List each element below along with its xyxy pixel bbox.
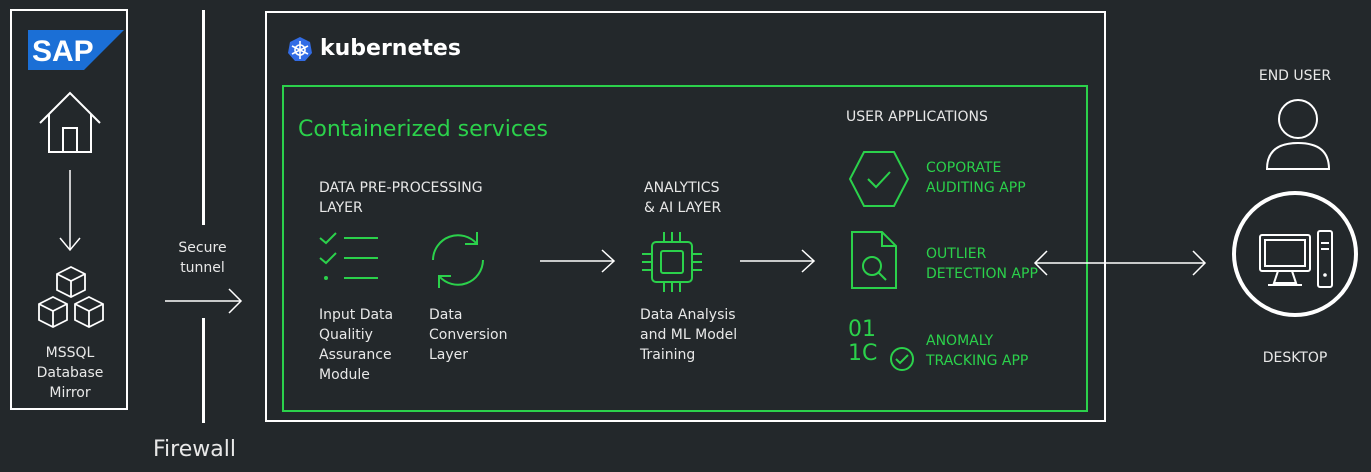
sap-source-box [10,9,128,410]
shield-check-icon [848,151,910,207]
database-cubes-icon [38,265,104,329]
kubernetes-box [265,11,1106,422]
auditing-app-label: COPORATE AUDITING APP [926,160,1026,196]
user-applications-heading: USER APPLICATIONS [846,109,988,125]
document-search-icon [851,231,897,289]
firewall-line-bottom [202,318,205,423]
user-icon [1265,99,1331,170]
analytics-heading: ANALYTICS & AI LAYER [644,180,722,216]
check-circle-icon [890,347,914,371]
firewall-line-top [202,10,205,225]
tunnel-arrow-icon [165,288,243,314]
bidirectional-arrow-icon [1033,250,1207,276]
sap-logo-text: SAP [32,35,94,68]
anomaly-app-label: ANOMALY TRACKING APP [926,333,1029,369]
arrow-to-apps-icon [740,249,816,273]
containerized-services-title: Containerized services [298,117,548,142]
outlier-app-label: OUTLIER DETECTION APP [926,246,1038,282]
secure-tunnel-label: Secure tunnel [178,240,227,276]
house-icon [39,91,101,153]
containerized-services-box [282,85,1088,412]
desktop-label: DESKTOP [1262,350,1328,366]
preprocessing-heading: DATA PRE-PROCESSING LAYER [319,180,483,216]
cpu-chip-icon [642,232,702,292]
desktop-computer-icon [1232,191,1358,317]
database-label: MSSQL Database Mirror [36,345,104,401]
kubernetes-helm-icon [288,37,312,61]
kubernetes-title: kubernetes [320,36,461,61]
data-conversion-label: Data Conversion Layer [429,307,508,363]
firewall-label: Firewall [153,437,236,462]
quality-assurance-label: Input Data Qualitiy Assurance Module [319,307,394,383]
arrow-to-analytics-icon [540,249,616,273]
checklist-icon [319,232,378,280]
analysis-training-label: Data Analysis and ML Model Training [640,307,738,363]
binary-text-icon: 01 1C [848,317,878,366]
end-user-heading: END USER [1258,68,1332,84]
sync-icon [432,232,484,288]
down-arrow-icon [59,170,81,252]
sap-logo-icon: SAP [28,30,124,70]
